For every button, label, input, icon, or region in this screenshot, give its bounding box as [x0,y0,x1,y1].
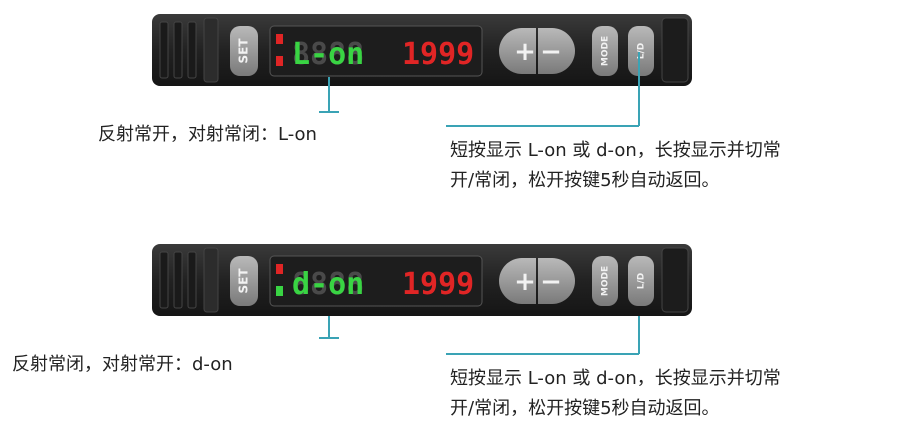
status-led-red [276,264,283,274]
ld-toggle-button[interactable]: L/D [628,256,654,306]
ld-toggle-button[interactable]: L/D [628,26,654,76]
svg-text:8888: 8888 [292,267,364,302]
description-line: 短按显示 L-on 或 d-on，长按显示并切常 [450,140,781,161]
svg-text:8888: 8888 [292,37,364,72]
set-button[interactable]: SET [230,26,258,76]
mode-button[interactable]: MODE [592,256,618,306]
description-line: 开/常闭，松开按键5秒自动返回。 [450,398,720,419]
ld-button-label: L/D [637,273,647,290]
grip-ribs [159,17,219,83]
display-value-text: 1999 [402,267,474,302]
set-button-label: SET [237,38,251,64]
plus-icon: + [514,267,536,297]
grip-ribs [159,247,219,313]
status-led-green [276,286,283,296]
minus-icon: − [540,267,562,297]
display-value-text: 1999 [402,37,474,72]
status-led-red [276,34,283,44]
minus-button[interactable]: − [538,258,575,304]
button-description: 短按显示 L-on 或 d-on，长按显示并切常 开/常闭，松开按键5秒自动返回… [450,364,897,424]
ld-button-label: L/D [637,43,647,60]
description-line: 开/常闭，松开按键5秒自动返回。 [450,170,720,191]
plus-button[interactable]: + [499,258,536,304]
digital-display: 8888 d-on 1999 [269,255,483,307]
plus-button[interactable]: + [499,28,536,74]
mode-button-label: MODE [601,36,611,66]
minus-icon: − [540,37,562,67]
mode-caption: 反射常开，对射常闭：L-on [98,124,317,145]
status-led-red [276,56,283,66]
display-mode-text: d-on [292,267,364,302]
sensor-amplifier-2: SET 8888 d-on 1999 + − MODE L/D [152,238,692,320]
sensor-amplifier-body: SET 8888 L-on 1999 + − MODE L/D [152,14,692,86]
minus-button[interactable]: − [538,28,575,74]
plus-icon: + [514,37,536,67]
sensor-amplifier-1: SET 8888 L-on 1999 + − MODE L/D [152,8,692,90]
mode-button-label: MODE [601,266,611,296]
button-description: 短按显示 L-on 或 d-on，长按显示并切常 开/常闭，松开按键5秒自动返回… [450,136,897,196]
display-mode-text: L-on [292,37,364,72]
set-button-label: SET [237,268,251,294]
set-button[interactable]: SET [230,256,258,306]
description-line: 短按显示 L-on 或 d-on，长按显示并切常 [450,368,781,389]
mode-button[interactable]: MODE [592,26,618,76]
mode-caption: 反射常闭，对射常开：d-on [12,354,233,375]
sensor-amplifier-body: SET 8888 d-on 1999 + − MODE L/D [152,244,692,316]
digital-display: 8888 L-on 1999 [269,25,483,77]
